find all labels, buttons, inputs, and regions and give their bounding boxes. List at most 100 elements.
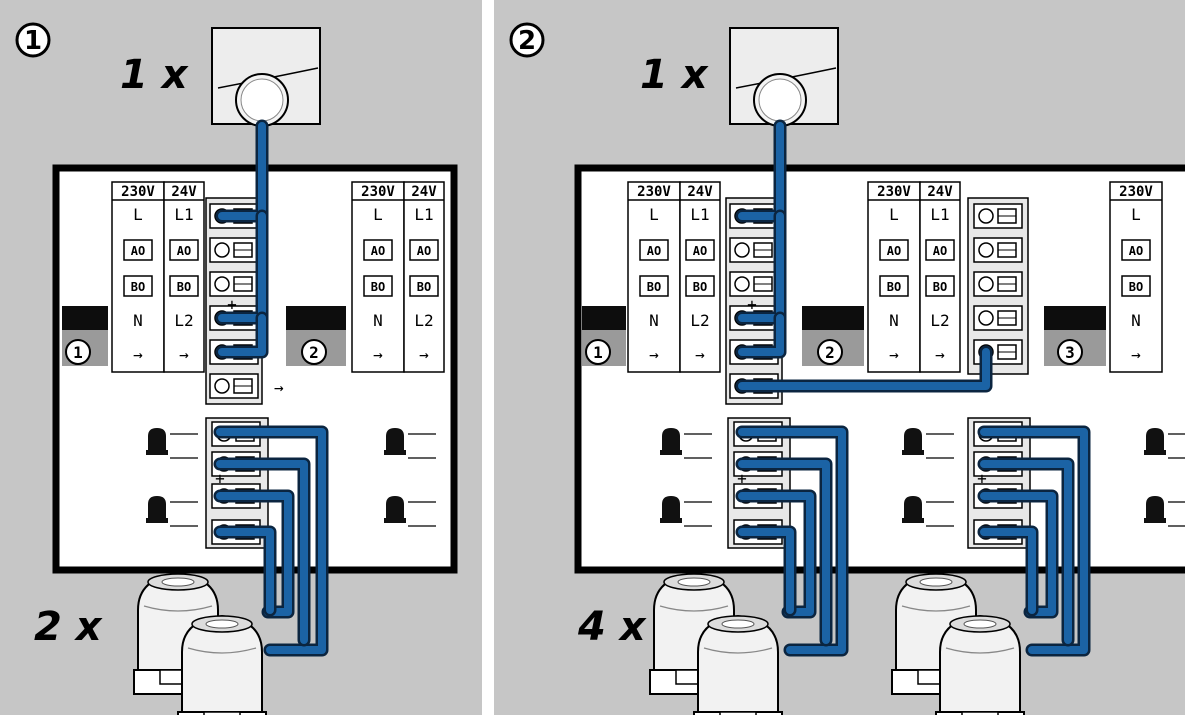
plus-sign-lower-2a: + [737, 469, 747, 488]
label-arrow-230-b: → [373, 345, 383, 364]
wire [213, 457, 311, 647]
label-n-b: N [373, 311, 383, 330]
svg-text:AO: AO [131, 244, 145, 258]
bell-terminal-icon [660, 496, 712, 527]
thermostat-terminal-block-a [725, 197, 783, 405]
actuator-quantity-1: 2 x [34, 604, 103, 650]
wires-2 [735, 119, 1091, 657]
panel-1: 1 1 x 230V 24V L L1 N L2 → → [0, 0, 482, 715]
header-230v-a: 230V [637, 184, 671, 200]
svg-text:BO: BO [647, 280, 661, 294]
svg-text:BO: BO [887, 280, 901, 294]
label-n-c: N [1131, 311, 1141, 330]
actuator-icon [693, 614, 783, 715]
bell-terminals-1 [146, 428, 436, 527]
key-icon: AO [169, 239, 199, 261]
zone-badge-1: 1 [582, 306, 626, 366]
label-arrow-230-c: → [1131, 345, 1141, 364]
label-l1-b: L1 [414, 205, 433, 224]
label-arrow-24: → [179, 345, 189, 364]
step-number-1: 1 [15, 22, 51, 58]
key-icon: AO [409, 239, 439, 261]
svg-text:BO: BO [131, 280, 145, 294]
key-icon: BO [925, 275, 955, 297]
key-icon: AO [925, 239, 955, 261]
key-icon: AO [879, 239, 909, 261]
actuators-2 [649, 572, 1025, 715]
bell-terminal-icon [1144, 496, 1185, 527]
arrow-output: → [274, 378, 284, 397]
screw-terminal-icon [973, 237, 1023, 263]
zone-badge-p2-1-label: 1 [593, 343, 603, 362]
zone-badge-3: 3 [1044, 306, 1106, 366]
label-l2-b: L2 [414, 311, 433, 330]
wire [977, 425, 1091, 657]
svg-text:AO: AO [887, 244, 901, 258]
svg-text:AO: AO [647, 244, 661, 258]
svg-text:BO: BO [933, 280, 947, 294]
bell-terminals-2 [660, 428, 1185, 527]
key-icon: AO [639, 239, 669, 261]
wire [213, 425, 329, 657]
header-230v: 230V [121, 184, 155, 200]
wire [735, 345, 993, 393]
wire [977, 489, 1059, 619]
key-icons-1: AO BO AO BO AO BO AO BO [123, 239, 439, 297]
header-230v-b2: 230V [877, 184, 911, 200]
key-icon: BO [1121, 275, 1151, 297]
label-l1-a: L1 [690, 205, 709, 224]
svg-text:BO: BO [693, 280, 707, 294]
wire [977, 525, 1039, 617]
screw-terminal-icon [209, 271, 259, 297]
key-icon: BO [169, 275, 199, 297]
step-number-2: 2 [509, 22, 545, 58]
thermostat-icon [211, 27, 321, 127]
label-l2: L2 [174, 311, 193, 330]
zone-badge-2-label: 2 [309, 343, 319, 362]
label-l-b2: L [889, 205, 899, 224]
screw-terminal-icon [973, 203, 1023, 229]
key-icon: BO [879, 275, 909, 297]
label-l: L [133, 205, 143, 224]
screw-terminal-icon [209, 237, 259, 263]
wire [213, 525, 277, 617]
svg-text:AO: AO [1129, 244, 1143, 258]
key-icon: BO [409, 275, 439, 297]
plus-sign-lower: + [215, 469, 225, 488]
panel-divider [482, 0, 494, 715]
svg-text:AO: AO [417, 244, 431, 258]
zone-badge-p2-3-label: 3 [1065, 343, 1075, 362]
bell-terminal-icon [384, 428, 436, 459]
zone-badge-p2-2-label: 2 [825, 343, 835, 362]
label-n-b2: N [889, 311, 899, 330]
svg-text:AO: AO [177, 244, 191, 258]
header-24v-b2: 24V [927, 184, 953, 200]
svg-text:AO: AO [371, 244, 385, 258]
plus-sign-lower-2b: + [977, 469, 987, 488]
label-n-a: N [649, 311, 659, 330]
screw-terminal-icon [209, 373, 259, 399]
wire [213, 489, 295, 619]
actuator-quantity-2: 4 x [577, 604, 647, 650]
label-l2-b2: L2 [930, 311, 949, 330]
step-number-1-label: 1 [24, 26, 42, 56]
header-230v-b: 230V [361, 184, 395, 200]
bell-terminal-icon [146, 496, 198, 527]
wires-1 [213, 119, 329, 657]
step-number-2-label: 2 [518, 26, 536, 56]
svg-text:BO: BO [1129, 280, 1143, 294]
thermostat-terminal-block [205, 197, 263, 405]
key-icon: BO [363, 275, 393, 297]
svg-text:BO: BO [177, 280, 191, 294]
label-l1-b2: L1 [930, 205, 949, 224]
label-arrow-230-b2: → [889, 345, 899, 364]
svg-text:AO: AO [933, 244, 947, 258]
key-icon: AO [363, 239, 393, 261]
wire [735, 311, 787, 359]
label-arrow-230-a: → [649, 345, 659, 364]
thermostat-icon [729, 27, 839, 127]
label-l1: L1 [174, 205, 193, 224]
